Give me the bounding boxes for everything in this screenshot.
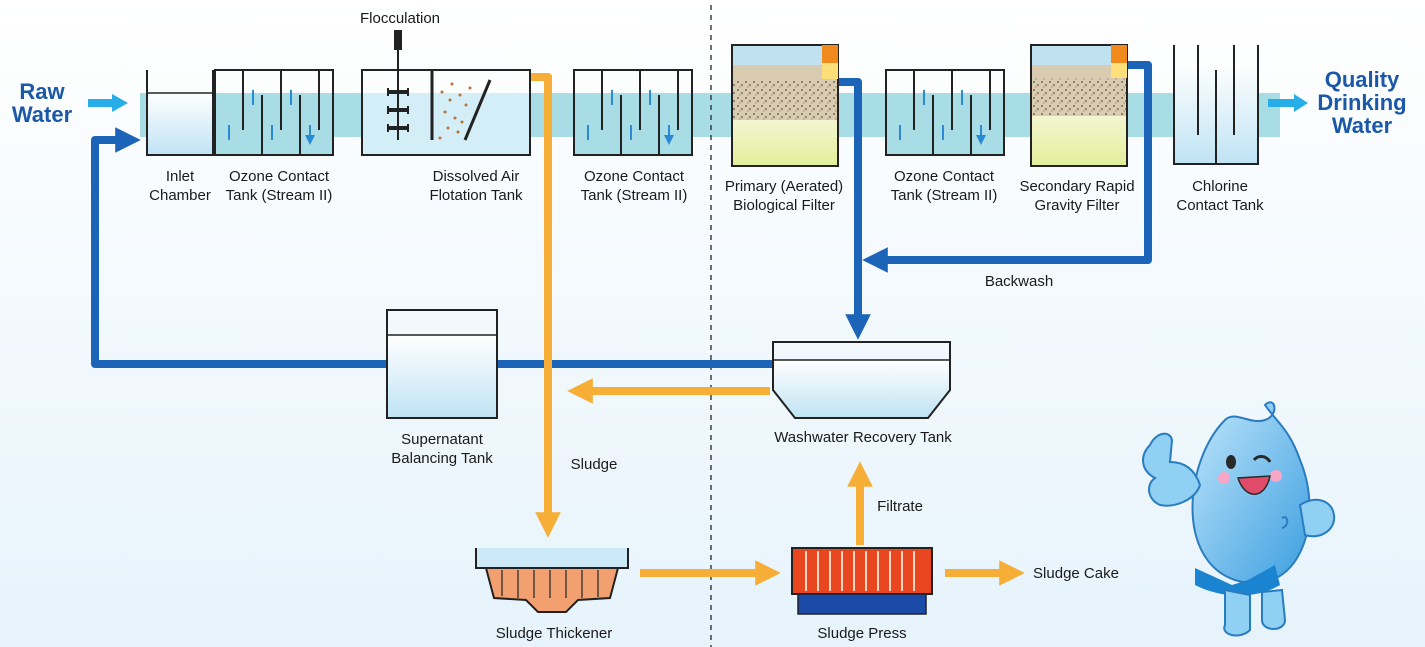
sludge-thickener-label: Sludge Thickener bbox=[495, 625, 613, 642]
daf-label: Dissolved Air Flotation Tank bbox=[429, 167, 522, 205]
ozone-tank-2-line-1: Ozone Contact bbox=[583, 168, 685, 185]
filtrate-label: Filtrate bbox=[877, 498, 923, 515]
sludge-press-label: Sludge Press bbox=[817, 625, 907, 642]
supernatant-label: Supernatant Balancing Tank bbox=[391, 430, 492, 468]
water-drop-mascot bbox=[1142, 401, 1336, 637]
raw-water-label: Raw Water bbox=[12, 80, 72, 126]
supernatant-line-2: Balancing Tank bbox=[391, 450, 493, 467]
ozone-contact-tank-3 bbox=[885, 69, 1005, 156]
chlorine-contact-tank bbox=[1173, 45, 1259, 165]
drinking-water-line-1: Quality bbox=[1324, 67, 1400, 92]
ozone-tank-1-label: Ozone Contact Tank (Stream II) bbox=[226, 167, 333, 205]
ozone-tank-3-line-2: Tank (Stream II) bbox=[890, 187, 998, 204]
flocculation-label: Flocculation bbox=[359, 10, 441, 27]
chlorine-tank-label: Chlorine Contact Tank bbox=[1176, 177, 1263, 215]
inlet-chamber-tank bbox=[146, 70, 214, 156]
sludge-label: Sludge bbox=[570, 456, 618, 473]
secondary-filter-line-1: Secondary Rapid bbox=[1019, 178, 1135, 195]
daf-tank bbox=[361, 30, 531, 156]
ozone-tank-2-label: Ozone Contact Tank (Stream II) bbox=[581, 167, 688, 205]
washwater-label: Washwater Recovery Tank bbox=[774, 429, 952, 446]
daf-line-2: Flotation Tank bbox=[429, 187, 523, 204]
backwash-label: Backwash bbox=[984, 273, 1054, 290]
sludge-press bbox=[791, 547, 933, 615]
chlorine-tank-line-2: Contact Tank bbox=[1176, 197, 1264, 214]
ozone-tank-1-line-1: Ozone Contact bbox=[228, 168, 330, 185]
drinking-water-line-3: Water bbox=[1331, 113, 1393, 138]
inlet-chamber-line-1: Inlet bbox=[165, 168, 195, 185]
supernatant-balancing-tank bbox=[386, 309, 498, 419]
ozone-contact-tank-1 bbox=[214, 69, 334, 156]
supernatant-line-1: Supernatant bbox=[401, 431, 483, 448]
sludge-cake-label: Sludge Cake bbox=[1033, 565, 1119, 582]
backwash-flow-secondary bbox=[862, 61, 1152, 273]
backwash-flow-primary bbox=[838, 78, 871, 340]
ozone-tank-3-label: Ozone Contact Tank (Stream II) bbox=[891, 167, 998, 205]
chlorine-tank-line-1: Chlorine bbox=[1192, 178, 1248, 195]
ozone-tank-2-line-2: Tank (Stream II) bbox=[580, 187, 688, 204]
secondary-filter bbox=[1030, 44, 1128, 167]
raw-water-arrow bbox=[88, 94, 128, 112]
primary-filter-line-1: Primary (Aerated) bbox=[724, 178, 844, 195]
primary-filter-label: Primary (Aerated) Biological Filter bbox=[725, 177, 843, 215]
inlet-chamber-label: Inlet Chamber bbox=[149, 167, 211, 205]
sludge-thickener bbox=[475, 548, 629, 613]
ozone-tank-1-line-2: Tank (Stream II) bbox=[225, 187, 333, 204]
ozone-tank-3-line-1: Ozone Contact bbox=[893, 168, 995, 185]
drinking-water-line-2: Drinking bbox=[1317, 90, 1407, 115]
secondary-filter-line-2: Gravity Filter bbox=[1034, 197, 1120, 214]
primary-filter bbox=[731, 44, 839, 167]
raw-water-line-1: Raw bbox=[19, 79, 65, 104]
output-arrow bbox=[1268, 94, 1308, 112]
washwater-recovery-tank bbox=[772, 341, 951, 419]
sludge-flow-line bbox=[531, 73, 561, 538]
inlet-chamber-line-2: Chamber bbox=[149, 187, 211, 204]
ozone-contact-tank-2 bbox=[573, 69, 693, 156]
raw-water-line-2: Water bbox=[11, 102, 73, 127]
daf-line-1: Dissolved Air bbox=[432, 168, 520, 185]
primary-filter-line-2: Biological Filter bbox=[733, 197, 835, 214]
drinking-water-label: Quality Drinking Water bbox=[1317, 68, 1406, 137]
secondary-filter-label: Secondary Rapid Gravity Filter bbox=[1019, 177, 1134, 215]
